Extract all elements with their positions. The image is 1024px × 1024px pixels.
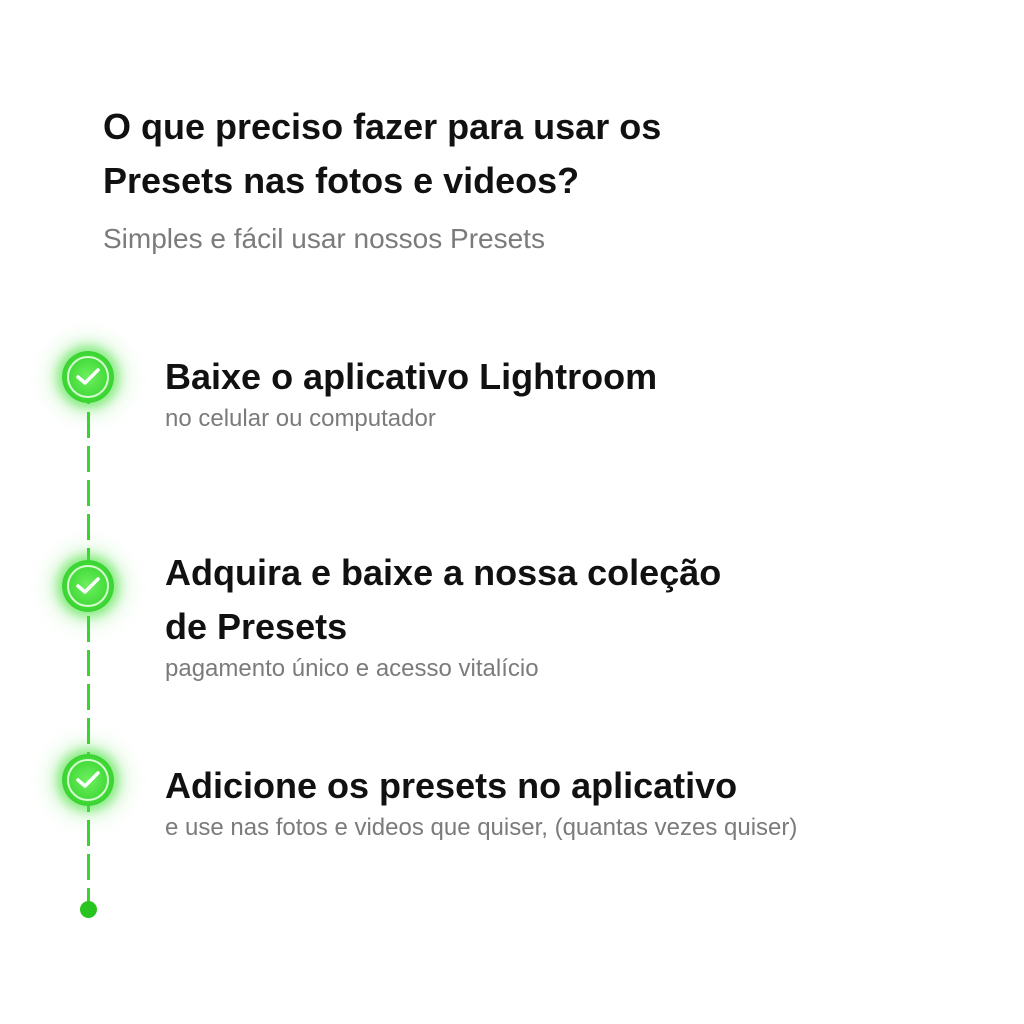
step-description: e use nas fotos e videos que quiser, (qu…: [165, 814, 798, 841]
step-description: no celular ou computador: [165, 405, 436, 432]
header: O que preciso fazer para usar os Presets…: [103, 100, 863, 256]
timeline-end-dot-icon: [80, 901, 97, 918]
step-title: Adicione os presets no aplicativo: [165, 765, 738, 806]
check-circle-icon: [62, 560, 114, 612]
step-title: Adquira e baixe a nossa coleção de Prese…: [165, 546, 985, 654]
page-title-line: O que preciso fazer para usar os: [103, 106, 662, 147]
check-circle-icon: [62, 754, 114, 806]
step-1: Baixe o aplicativo Lightroom no celular …: [165, 350, 985, 434]
step-description: pagamento único e acesso vitalício: [165, 655, 539, 682]
page-title: O que preciso fazer para usar os Presets…: [103, 100, 863, 208]
step-2: Adquira e baixe a nossa coleção de Prese…: [165, 546, 985, 684]
step-3: Adicione os presets no aplicativo e use …: [165, 759, 985, 843]
step-title-line: Adquira e baixe a nossa coleção: [165, 552, 722, 593]
step-title-line: de Presets: [165, 606, 348, 647]
timeline-line: [87, 378, 90, 910]
check-circle-icon: [62, 351, 114, 403]
page-title-line: Presets nas fotos e videos?: [103, 160, 580, 201]
step-title: Baixe o aplicativo Lightroom: [165, 356, 658, 397]
page-subtitle: Simples e fácil usar nossos Presets: [103, 223, 545, 254]
